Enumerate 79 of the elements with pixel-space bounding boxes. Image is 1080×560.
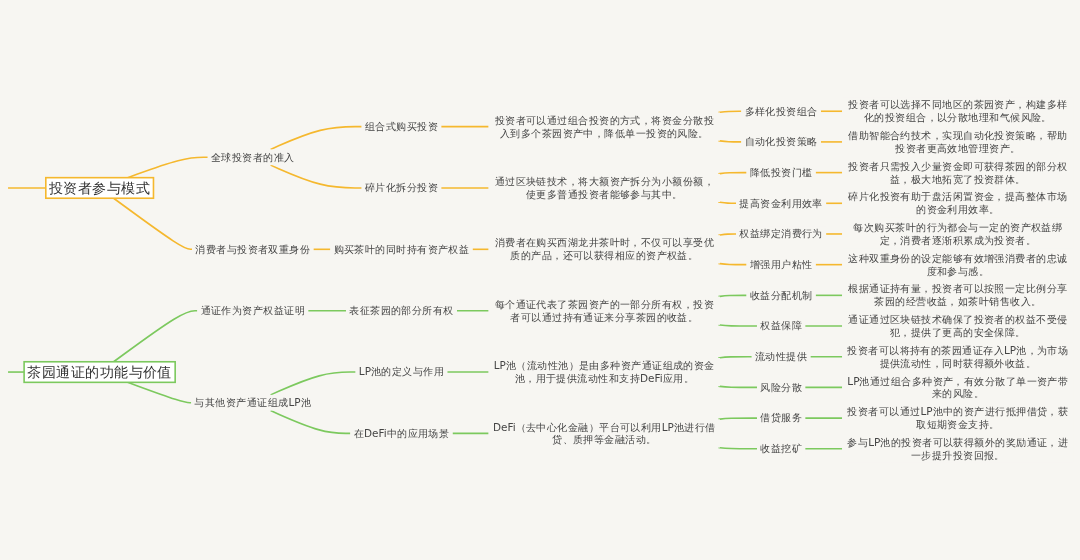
connector xyxy=(717,171,748,175)
node-text: 投资者可以选择不同地区的茶园资产，构建多样化的投资组合，以分散地理和气候风险。 xyxy=(848,98,1068,124)
connector xyxy=(446,371,490,373)
connector xyxy=(112,309,199,363)
node-text: LP池（流动性池）是由多种资产通证组成的资金池，用于提供流动性和支持DeFi应用。 xyxy=(493,359,715,385)
connector xyxy=(451,432,490,435)
connector xyxy=(269,125,363,151)
node-text: 这种双重身份的设定能够有效增强消费者的忠诚度和参与感。 xyxy=(848,252,1068,277)
connector xyxy=(804,386,843,389)
connector xyxy=(814,263,843,266)
node-text: 权益保障 xyxy=(760,319,802,332)
connector xyxy=(717,417,758,421)
connector xyxy=(717,294,748,298)
node-text: 在DeFi中的应用场景 xyxy=(353,427,450,440)
node-text: 碎片化拆分投资 xyxy=(364,181,438,194)
connector xyxy=(814,171,843,174)
connector xyxy=(804,447,843,450)
connector xyxy=(269,409,352,435)
connector xyxy=(440,125,490,128)
connector xyxy=(717,201,737,205)
node-box xyxy=(45,176,155,200)
connector xyxy=(804,325,843,327)
node-text: 权益绑定消费行为 xyxy=(739,227,823,240)
node-text: 自动化投资策略 xyxy=(744,135,818,148)
connector xyxy=(809,355,843,358)
node-text: 组合式购买投资 xyxy=(364,120,438,133)
connector xyxy=(269,371,357,396)
node-text: 收益挖矿 xyxy=(760,442,802,455)
connector xyxy=(717,139,743,143)
node-text: 全球投资者的准入 xyxy=(210,151,295,164)
node-text: 通证作为资产权益证明 xyxy=(200,304,305,317)
connector xyxy=(440,187,490,189)
node-text: 增强用户粘性 xyxy=(749,258,813,271)
connector xyxy=(717,324,758,327)
node-text: 降低投资门槛 xyxy=(749,166,813,179)
connector xyxy=(456,309,490,312)
connector xyxy=(7,371,25,373)
connector xyxy=(717,355,753,359)
node-text: 与其他资产通证组成LP池 xyxy=(194,396,312,409)
connector xyxy=(825,233,843,235)
node-text: 投资者可以通过组合投资的方式，将资金分散投入到多个茶园资产中，降低单一投资的风险。 xyxy=(494,114,714,139)
node-text: 投资者只需投入少量资金即可获得茶园的部分权益，极大地拓宽了投资群体。 xyxy=(848,160,1068,185)
node-text: 参与LP池的投资者可以获得额外的奖励通证，进一步提升投资回报。 xyxy=(847,436,1069,461)
connector xyxy=(814,294,843,297)
connector xyxy=(717,110,743,114)
node-text: 每个通证代表了茶园资产的一部分所有权，投资者可以通过持有通证来分享茶园的收益。 xyxy=(494,298,714,323)
node-text: 消费者与投资者双重身份 xyxy=(195,243,311,256)
connector xyxy=(717,385,758,389)
node-text: 表征茶园的部分所有权 xyxy=(349,304,454,317)
node-text: 通证通过区块链技术确保了投资者的权益不受侵犯，提供了更高的安全保障。 xyxy=(848,313,1068,339)
node-text: 借助智能合约技术，实现自动化投资策略，帮助投资者更高效地管理资产。 xyxy=(848,129,1068,154)
node-text: 消费者在购买西湖龙井茶叶时，不仅可以享受优质的产品，还可以获得相应的资产权益。 xyxy=(494,236,714,262)
node-text: 提高资金利用效率 xyxy=(739,197,823,210)
node-text: 碎片化投资有助于盘活闲置资金，提高整体市场的资金利用效率。 xyxy=(848,190,1068,216)
node-text: 根据通证持有量，投资者可以按照一定比例分享茶园的经营收益，如茶叶销售收入。 xyxy=(848,282,1068,308)
node-text: 风险分散 xyxy=(760,381,802,394)
node-text: 购买茶叶的同时持有资产权益 xyxy=(333,243,470,256)
node-text: 投资者可以将持有的茶园通证存入LP池，为市场提供流动性，同时获得额外收益。 xyxy=(847,344,1069,369)
node-text: LP池的定义与作用 xyxy=(358,365,445,378)
connector xyxy=(717,446,758,450)
connector xyxy=(717,233,737,236)
connector xyxy=(269,164,363,189)
connector xyxy=(717,262,748,266)
node-text: 每次购买茶叶的行为都会与一定的资产权益绑定，消费者逐渐积累成为投资者。 xyxy=(853,221,1063,247)
connector xyxy=(825,202,843,205)
node-text: 流动性提供 xyxy=(754,350,808,363)
node-text: 收益分配机制 xyxy=(749,289,813,302)
node-text: 通过区块链技术，将大额资产拆分为小额份额，使更多普通投资者能够参与其中。 xyxy=(494,175,714,200)
node-text: 投资者可以通过LP池中的资产进行抵押借贷，获取短期资金支持。 xyxy=(847,405,1069,431)
node-text: DeFi（去中心化金融）平台可以利用LP池进行借贷、质押等金融活动。 xyxy=(492,420,716,446)
connector xyxy=(804,417,843,419)
node-box xyxy=(23,360,176,384)
connector xyxy=(112,197,193,251)
node-text: 借贷服务 xyxy=(760,411,802,424)
connector xyxy=(307,309,347,312)
connector xyxy=(820,141,843,143)
node-text: LP池通过组合多种资产，有效分散了单一资产带来的风险。 xyxy=(847,374,1069,400)
node-text: 多样化投资组合 xyxy=(744,104,818,118)
connector xyxy=(820,110,843,113)
